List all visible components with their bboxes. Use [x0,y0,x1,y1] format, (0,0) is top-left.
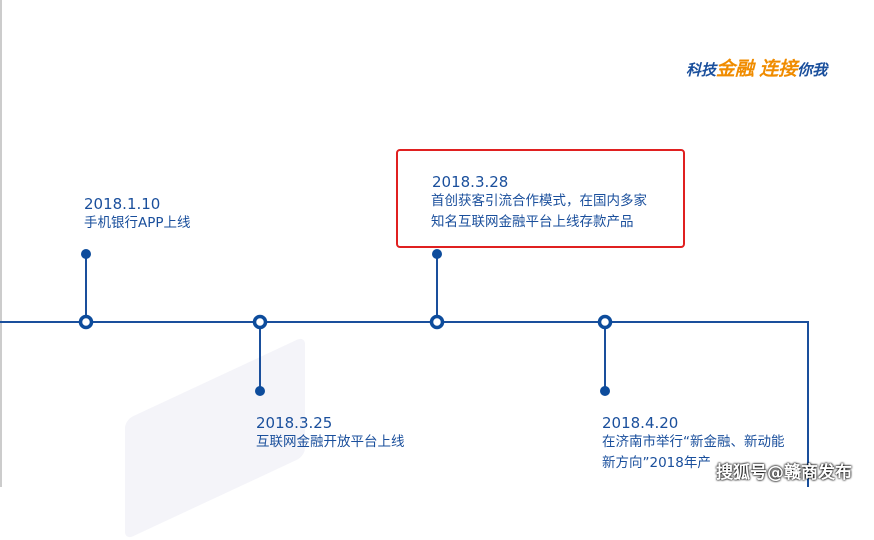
timeline-axis [0,321,809,487]
event-date: 2018.4.20 [602,414,679,432]
end-dot-2 [255,386,265,396]
event-3-highlight-box [396,149,685,248]
event-1: 2018.1.10 手机银行APP上线 [84,195,191,234]
event-date: 2018.3.25 [256,414,333,432]
watermark: 搜狐号@赣商发布 [716,463,852,483]
end-dot-3 [432,249,442,259]
event-3: 2018.3.28 首创获客引流合作模式，在国内多家 知名互联网金融平台上线存款… [431,173,647,233]
node-3 [429,314,445,330]
node-2 [252,314,268,330]
node-4 [597,314,613,330]
timeline [0,249,809,487]
event-2: 2018.3.25 互联网金融开放平台上线 [256,414,405,453]
event-date: 2018.1.10 [84,195,161,213]
slogan-part1: 科技 [686,61,717,79]
event-4: 2018.4.20 在济南市举行“新金融、新动能 新方向”2018年产 [602,414,785,474]
event-date: 2018.3.28 [432,173,509,191]
event-desc-line2: 新方向”2018年产 [602,455,711,471]
slogan-part2: 金融 [716,58,755,80]
slogan: 科技金融 连接你我 [686,54,827,81]
slogan-part3: 连接 [759,58,798,80]
event-desc-line1: 首创获客引流合作模式，在国内多家 [431,193,647,209]
event-desc-line2: 知名互联网金融平台上线存款产品 [431,214,634,230]
slogan-part4: 你我 [797,61,828,79]
node-1 [78,314,94,330]
end-dot-4 [600,386,610,396]
left-border [0,0,2,487]
end-dot-1 [81,249,91,259]
event-desc: 手机银行APP上线 [84,215,191,231]
event-desc: 互联网金融开放平台上线 [256,434,405,450]
event-desc-line1: 在济南市举行“新金融、新动能 [602,434,785,450]
